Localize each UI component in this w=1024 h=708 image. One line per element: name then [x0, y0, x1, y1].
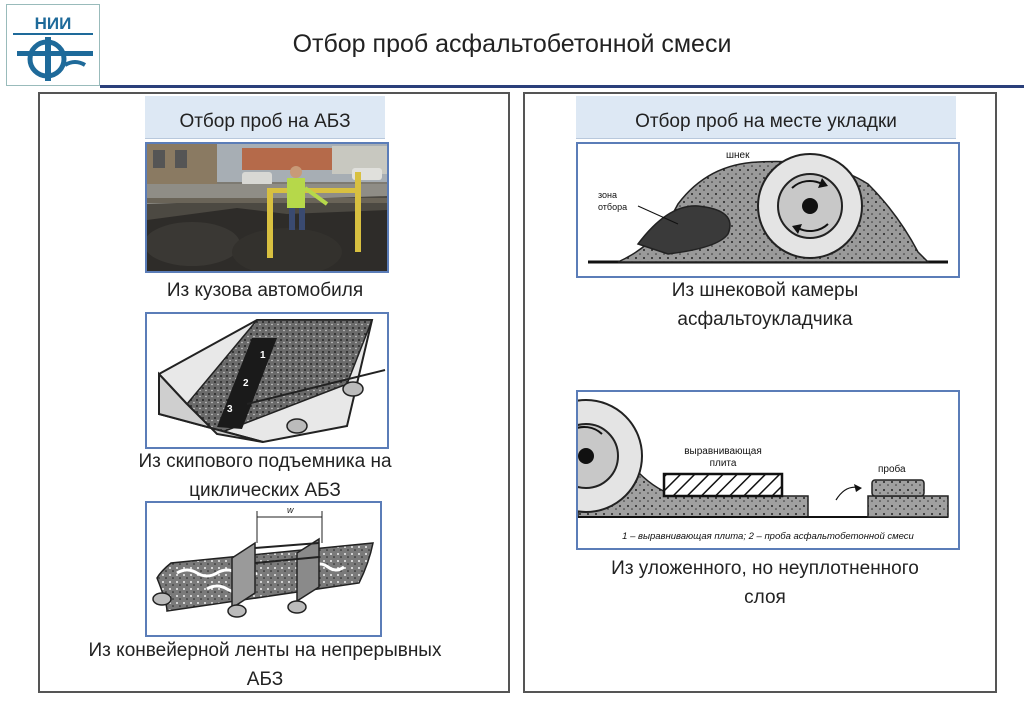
conveyor-belt-diagram: w — [145, 501, 382, 637]
skip-hoist-caption: Из скипового подъемника на циклических А… — [85, 447, 445, 505]
title-divider — [100, 85, 1024, 88]
logo-text: НИИ — [35, 14, 72, 33]
legend-text: 1 – выравнивающая плита; 2 – проба асфал… — [622, 531, 914, 542]
skip-hoist-caption-text: Из скипового подъемника на циклических А… — [138, 451, 392, 501]
conveyor-belt-caption-text: Из конвейерной ленты на непрерывных АБЗ — [88, 640, 442, 690]
truck-body-caption: Из кузова автомобиля — [166, 280, 364, 301]
auger-label: шнек — [726, 150, 750, 161]
skip-label-2: 2 — [243, 378, 249, 389]
skip-label-1: 1 — [260, 350, 266, 361]
skip-hoist-diagram: 1 2 3 — [145, 312, 389, 449]
auger-chamber-caption-text: Из шнековой камеры асфальтоукладчика — [671, 280, 859, 330]
sample-label: проба — [878, 463, 906, 475]
laid-layer-caption-text: Из уложенного, но неуплотненного слоя — [611, 558, 919, 608]
institute-logo: НИИ — [6, 4, 100, 86]
conveyor-belt-caption: Из конвейерной ленты на непрерывных АБЗ — [85, 636, 445, 694]
truck-body-photo — [145, 142, 389, 273]
laid-layer-caption: Из уложенного, но неуплотненного слоя — [600, 554, 930, 612]
width-dimension-label: w — [287, 505, 294, 515]
laying-site-sampling-header: Отбор проб на месте укладки — [576, 96, 956, 139]
skip-label-3: 3 — [227, 404, 233, 415]
auger-chamber-caption: Из шнековой камеры асфальтоукладчика — [600, 276, 930, 334]
page-title: Отбор проб асфальтобетонной смеси — [292, 30, 732, 58]
plant-sampling-header: Отбор проб на АБЗ — [145, 96, 385, 139]
